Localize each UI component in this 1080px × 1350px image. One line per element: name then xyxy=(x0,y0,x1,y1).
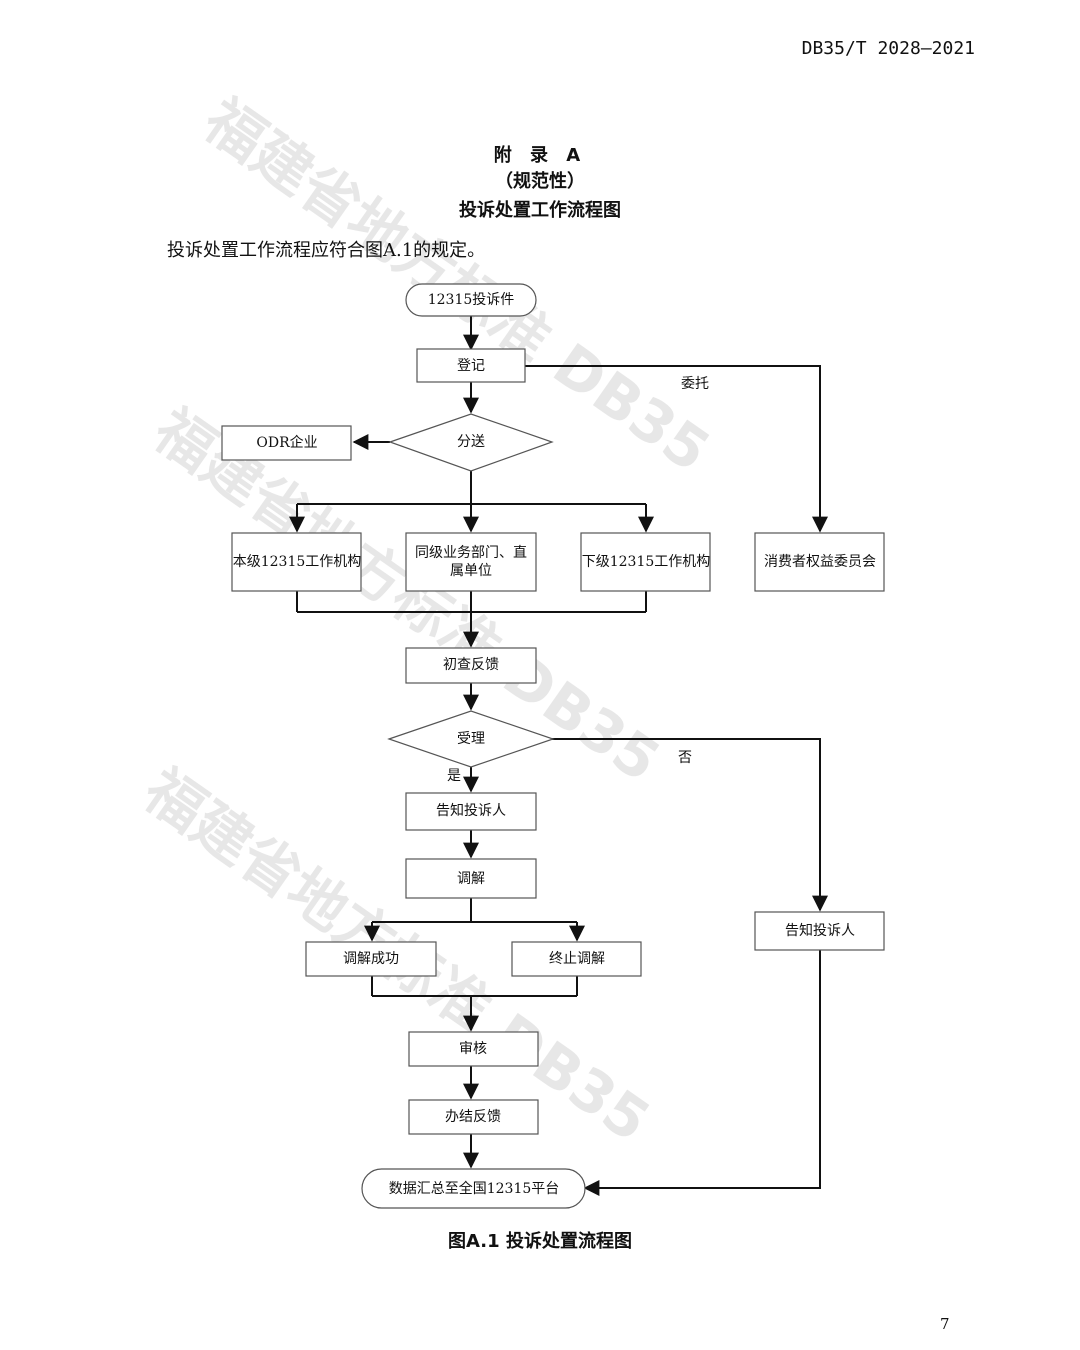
node-local-org xyxy=(231,532,362,592)
node-notify-right xyxy=(754,911,885,951)
appendix-type: （规范性） xyxy=(495,171,585,192)
label-dept-line2: 属单位 xyxy=(450,563,492,579)
label-notify-right: 告知投诉人 xyxy=(785,922,855,939)
node-mediate xyxy=(405,858,537,899)
node-initial-feedback xyxy=(405,647,537,684)
node-lower-org xyxy=(580,532,711,592)
flow-nodes xyxy=(221,283,885,1209)
flow-edges xyxy=(289,316,828,1196)
label-no: 否 xyxy=(678,750,692,766)
label-odr: ODR企业 xyxy=(256,434,317,451)
label-dept-line1: 同级业务部门、直 xyxy=(415,544,527,561)
label-entrust: 委托 xyxy=(681,376,709,392)
label-mediate-success: 调解成功 xyxy=(343,951,399,967)
node-odr xyxy=(221,425,352,461)
label-accept: 受理 xyxy=(457,731,485,747)
node-dept xyxy=(405,532,537,592)
label-consumer-assoc: 消费者权益委员会 xyxy=(764,554,876,570)
document-code: DB35/T 2028—2021 xyxy=(801,38,975,59)
node-consumer-assoc xyxy=(754,532,885,592)
label-review: 审核 xyxy=(459,1041,487,1057)
label-dispatch: 分送 xyxy=(457,434,485,450)
node-dispatch xyxy=(388,413,554,472)
label-start: 12315投诉件 xyxy=(428,292,515,308)
label-mediate-end: 终止调解 xyxy=(549,951,605,967)
label-local-org: 本级12315工作机构 xyxy=(233,554,362,570)
label-yes: 是 xyxy=(447,768,461,784)
page-number: 7 xyxy=(940,1315,950,1333)
flow-labels: 12315投诉件 登记 分送 ODR企业 本级12315工作机构 同级业务部门、… xyxy=(233,292,876,1197)
node-review xyxy=(408,1031,539,1067)
edge-register-consumer-assoc xyxy=(525,365,828,533)
node-register xyxy=(416,348,526,383)
node-close-feedback xyxy=(408,1099,539,1135)
node-end xyxy=(361,1168,586,1209)
appendix-title: 附 录 A xyxy=(493,145,587,166)
label-mediate: 调解 xyxy=(457,871,485,887)
edge-accept-no xyxy=(552,738,828,912)
label-close-feedback: 办结反馈 xyxy=(445,1109,501,1125)
figure-caption: 图A.1 投诉处置流程图 xyxy=(448,1231,632,1252)
label-register: 登记 xyxy=(457,358,485,374)
edge-notify-right-end xyxy=(583,950,821,1196)
node-notify-left xyxy=(405,792,537,831)
label-initial-feedback: 初查反馈 xyxy=(443,656,499,673)
node-start xyxy=(405,283,537,317)
appendix-name: 投诉处置工作流程图 xyxy=(459,200,621,221)
label-lower-org: 下级12315工作机构 xyxy=(582,554,711,570)
watermark: 福建省地方标准 DB35 福建省地方标准 DB35 福建省地方标准 DB35 xyxy=(131,85,722,1155)
node-accept xyxy=(387,710,555,768)
node-mediate-end xyxy=(511,941,642,977)
intro-text: 投诉处置工作流程应符合图A.1的规定。 xyxy=(167,240,486,261)
label-end: 数据汇总至全国12315平台 xyxy=(389,1180,560,1197)
label-notify-left: 告知投诉人 xyxy=(436,802,506,819)
node-mediate-success xyxy=(305,941,437,977)
